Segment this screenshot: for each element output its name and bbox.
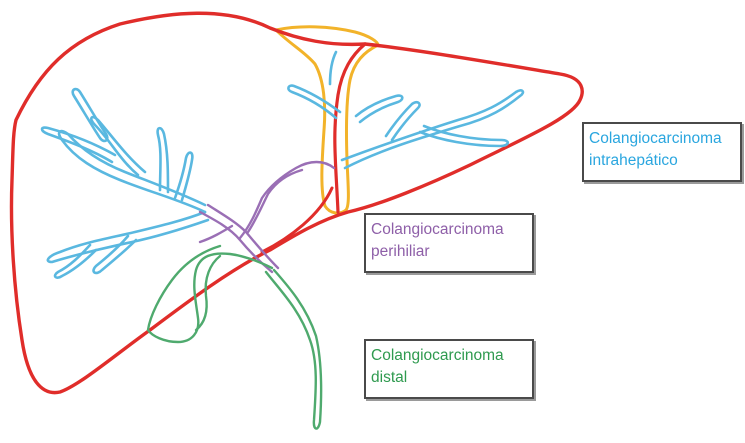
label-intrahepatic-line2: intrahepático <box>589 150 734 172</box>
liver-outline <box>11 13 582 392</box>
liver-lobe-divider <box>335 44 365 212</box>
intrahepatic-ducts-left <box>42 89 208 278</box>
label-distal-line2: distal <box>371 367 526 389</box>
label-intrahepatic-line1: Colangiocarcinoma <box>589 128 734 150</box>
label-distal-line1: Colangiocarcinoma <box>371 345 526 367</box>
label-perihilar: Colangiocarcinoma perihiliar <box>364 213 534 273</box>
distal-duct <box>148 246 321 429</box>
label-perihilar-line1: Colangiocarcinoma <box>371 219 526 241</box>
label-intrahepatic: Colangiocarcinoma intrahepático <box>582 122 742 182</box>
label-perihilar-line2: perihiliar <box>371 241 526 263</box>
label-distal: Colangiocarcinoma distal <box>364 339 534 399</box>
